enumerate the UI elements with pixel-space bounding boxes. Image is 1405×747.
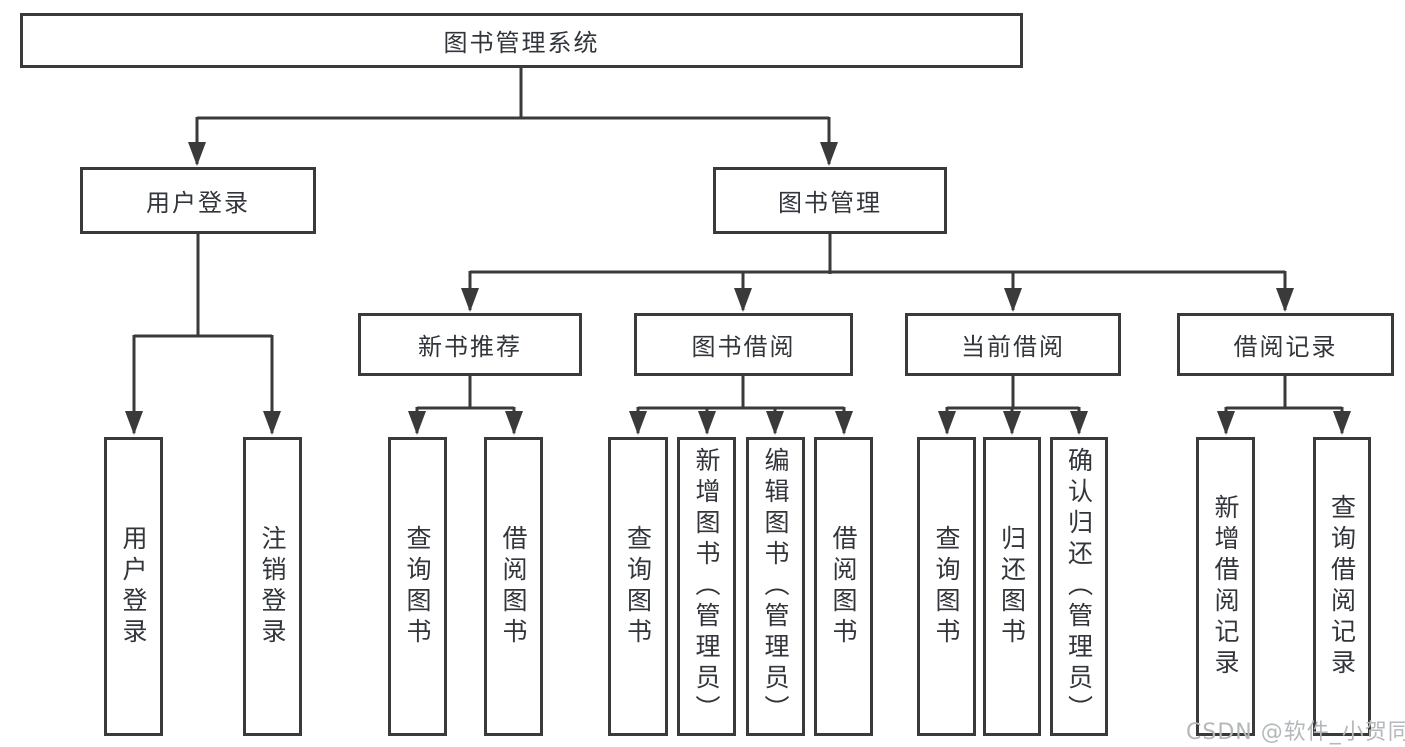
leaf-borrow-borrow-books-label: 借阅图书: [829, 524, 858, 649]
node-borrow-record-label: 借阅记录: [1233, 333, 1338, 361]
node-book-borrow-label: 图书借阅: [691, 333, 796, 361]
leaf-logout-login-label: 注销登录: [258, 524, 287, 649]
node-user-login-label: 用户登录: [146, 189, 250, 217]
leaf-record-add-borrow-record-label: 新增借阅记录: [1211, 493, 1240, 680]
leaf-user-login-label: 用户登录: [119, 524, 148, 649]
node-current-borrow: 当前借阅: [905, 313, 1121, 376]
csdn-watermark: CSDN @软件_小贺同学: [1186, 720, 1405, 745]
leaf-borrow-edit-books-admin-label: 编辑图书（管理员）: [761, 447, 790, 726]
leaf-record-add-borrow-record: 新增借阅记录: [1196, 437, 1255, 736]
node-book-management: 图书管理: [713, 167, 947, 234]
leaf-record-query-borrow-record-label: 查询借阅记录: [1327, 493, 1357, 680]
node-book-management-label: 图书管理: [778, 189, 882, 217]
leaf-current-confirm-return-admin: 确认归还（管理员）: [1050, 437, 1108, 736]
leaf-newbook-borrow-books: 借阅图书: [484, 437, 543, 736]
leaf-current-query-books-label: 查询图书: [932, 524, 961, 649]
leaf-newbook-query-books: 查询图书: [388, 437, 447, 736]
node-new-book-recommend: 新书推荐: [358, 313, 582, 376]
node-library-system: 图书管理系统: [20, 13, 1023, 68]
leaf-borrow-borrow-books: 借阅图书: [814, 437, 873, 736]
leaf-borrow-add-books-admin: 新增图书（管理员）: [677, 437, 736, 736]
leaf-current-return-books: 归还图书: [983, 437, 1041, 736]
node-book-borrow: 图书借阅: [634, 313, 853, 376]
node-user-login: 用户登录: [80, 167, 316, 234]
leaf-newbook-borrow-books-label: 借阅图书: [499, 524, 528, 649]
leaf-current-return-books-label: 归还图书: [997, 524, 1027, 649]
leaf-user-login: 用户登录: [104, 437, 163, 736]
node-borrow-record: 借阅记录: [1177, 313, 1394, 376]
node-current-borrow-label: 当前借阅: [961, 333, 1065, 361]
leaf-logout-login: 注销登录: [243, 437, 302, 736]
leaf-current-confirm-return-admin-label: 确认归还（管理员）: [1064, 447, 1094, 726]
leaf-record-query-borrow-record: 查询借阅记录: [1313, 437, 1371, 736]
node-library-system-label: 图书管理系统: [443, 29, 600, 57]
node-new-book-recommend-label: 新书推荐: [418, 333, 522, 361]
leaf-borrow-query-books: 查询图书: [608, 437, 668, 736]
leaf-borrow-edit-books-admin: 编辑图书（管理员）: [746, 437, 805, 736]
leaf-current-query-books: 查询图书: [917, 437, 976, 736]
leaf-borrow-query-books-label: 查询图书: [623, 524, 653, 649]
leaf-newbook-query-books-label: 查询图书: [403, 524, 432, 649]
leaf-borrow-add-books-admin-label: 新增图书（管理员）: [692, 447, 721, 726]
